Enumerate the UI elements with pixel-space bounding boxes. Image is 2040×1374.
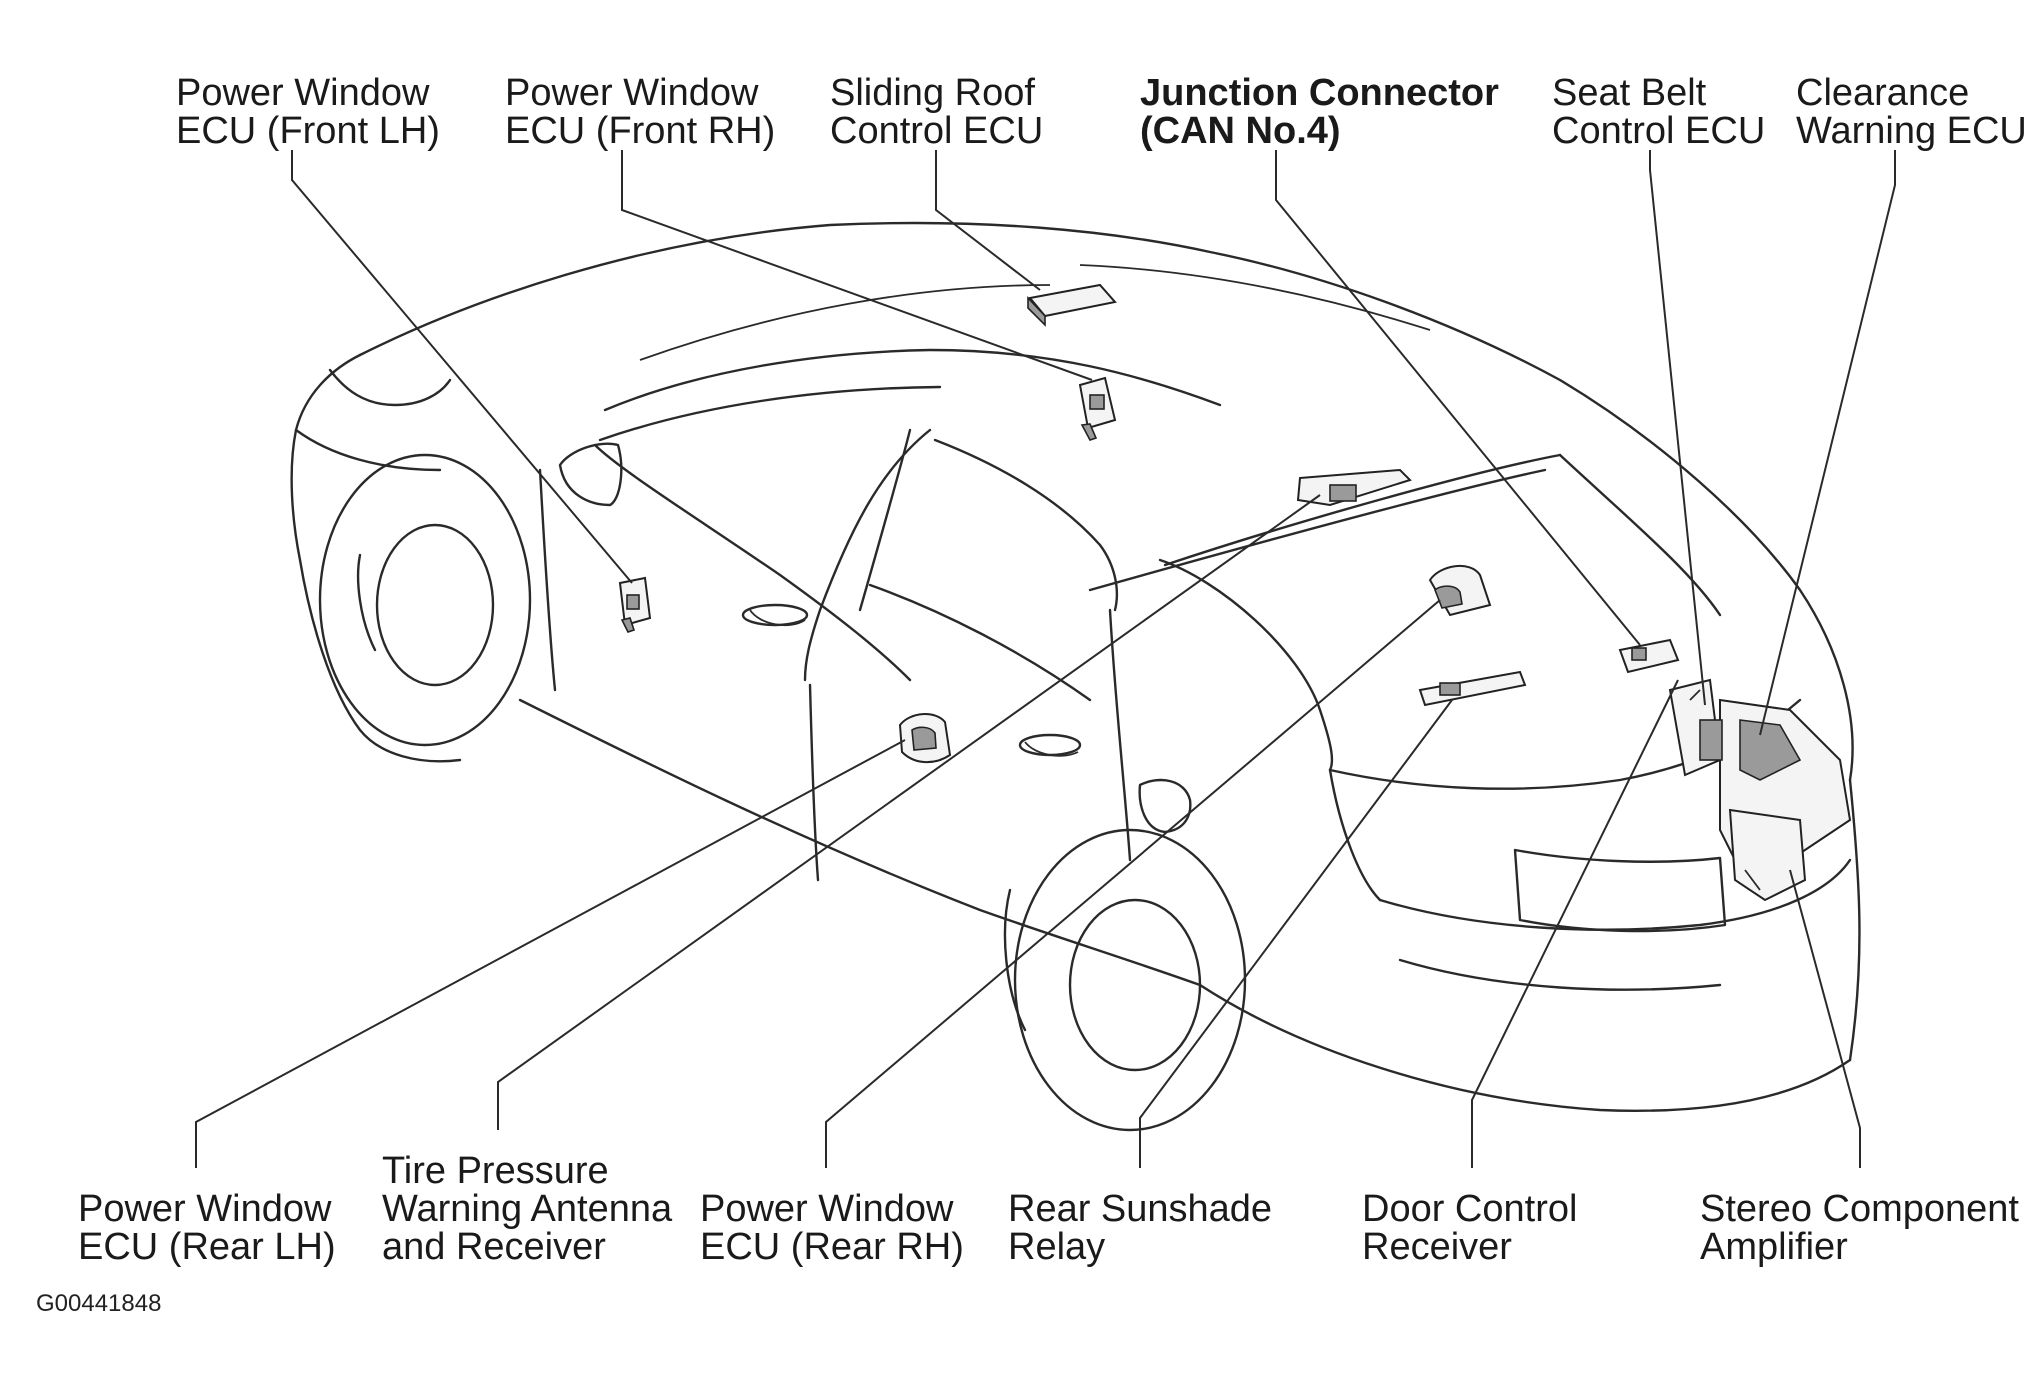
trunk-components-part bbox=[1668, 678, 1852, 902]
label-line: ECU (Rear LH) bbox=[78, 1226, 336, 1268]
leader-lines bbox=[195, 150, 1896, 1168]
label-stereo: Stereo Component Amplifier bbox=[1700, 1190, 2019, 1266]
pw-front-rh-part bbox=[1078, 376, 1117, 441]
junction-connector-part bbox=[1618, 638, 1680, 674]
label-line: Control ECU bbox=[1552, 110, 1766, 152]
leader-tire-pressure bbox=[497, 494, 1321, 1130]
label-line: ECU (Rear RH) bbox=[700, 1226, 964, 1268]
label-line: Power Window bbox=[700, 1188, 954, 1230]
label-line: Seat Belt bbox=[1552, 72, 1707, 114]
label-line: Warning ECU bbox=[1796, 110, 2027, 152]
label-line: Receiver bbox=[1362, 1226, 1512, 1268]
label-line: Power Window bbox=[176, 72, 430, 114]
leader-pw-front-lh bbox=[291, 150, 633, 584]
leader-clearance bbox=[1759, 150, 1896, 736]
leader-door-control bbox=[1471, 679, 1679, 1168]
label-line: Power Window bbox=[505, 72, 759, 114]
rear-sunshade-part bbox=[1428, 564, 1492, 617]
sliding-roof-ecu-part bbox=[1027, 283, 1117, 327]
pw-front-lh-part bbox=[618, 576, 652, 633]
label-line: Door Control bbox=[1362, 1188, 1578, 1230]
label-pw-front-lh: Power Window ECU (Front LH) bbox=[176, 74, 440, 150]
label-pw-rear-lh: Power Window ECU (Rear LH) bbox=[78, 1190, 336, 1266]
leader-pw-front-rh bbox=[621, 150, 1093, 381]
car-outline bbox=[290, 221, 1861, 1132]
leader-pw-rear-rh bbox=[825, 599, 1441, 1168]
leader-rear-sunshade bbox=[1139, 699, 1453, 1168]
pw-rear-lh-part bbox=[898, 713, 952, 764]
label-seat-belt: Seat Belt Control ECU bbox=[1552, 74, 1765, 150]
label-line: Control ECU bbox=[830, 110, 1044, 152]
label-clearance: Clearance Warning ECU bbox=[1796, 74, 2027, 150]
label-line: Sliding Roof bbox=[830, 72, 1035, 114]
label-line: Stereo Component bbox=[1700, 1188, 2019, 1230]
leader-junction bbox=[1275, 150, 1641, 646]
label-junction: Junction Connector (CAN No.4) bbox=[1140, 74, 1499, 150]
label-line: ECU (Front LH) bbox=[176, 110, 440, 152]
label-pw-front-rh: Power Window ECU (Front RH) bbox=[505, 74, 775, 150]
label-rear-sunshade: Rear Sunshade Relay bbox=[1008, 1190, 1272, 1266]
label-pw-rear-rh: Power Window ECU (Rear RH) bbox=[700, 1190, 964, 1266]
component-parts bbox=[618, 283, 1852, 902]
leader-stereo bbox=[1789, 869, 1861, 1168]
tire-pressure-part bbox=[1296, 468, 1412, 507]
label-line: and Receiver bbox=[382, 1226, 606, 1268]
door-control-part bbox=[1418, 670, 1527, 707]
figure-code: G00441848 bbox=[36, 1290, 162, 1317]
label-line: Rear Sunshade bbox=[1008, 1188, 1273, 1230]
leader-sliding-roof bbox=[935, 150, 1041, 291]
label-line: Power Window bbox=[78, 1188, 332, 1230]
label-tire-pressure: Tire Pressure Warning Antenna and Receiv… bbox=[382, 1152, 672, 1266]
label-door-control: Door Control Receiver bbox=[1362, 1190, 1577, 1266]
label-sliding-roof: Sliding Roof Control ECU bbox=[830, 74, 1043, 150]
label-line: Amplifier bbox=[1700, 1226, 1848, 1268]
label-line: Relay bbox=[1008, 1226, 1106, 1268]
label-line: ECU (Front RH) bbox=[505, 110, 776, 152]
label-line: Warning Antenna bbox=[382, 1188, 673, 1230]
label-line: Tire Pressure bbox=[382, 1150, 609, 1192]
label-line: (CAN No.4) bbox=[1140, 110, 1341, 152]
leader-pw-rear-lh bbox=[195, 739, 906, 1168]
leader-seat-belt bbox=[1649, 150, 1706, 706]
label-line: Junction Connector bbox=[1140, 72, 1499, 114]
label-line: Clearance bbox=[1796, 72, 1970, 114]
